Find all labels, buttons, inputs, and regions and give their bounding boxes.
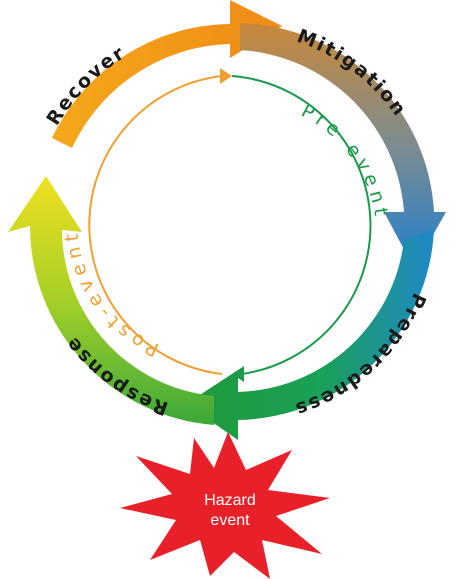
phase-arrow-recover xyxy=(52,0,282,148)
phase-arrow-response xyxy=(8,176,214,425)
hazard-label-line1: Hazard xyxy=(204,492,256,509)
hazard-label-line2: event xyxy=(210,512,250,529)
hazard-burst xyxy=(120,432,330,579)
pre-event-arc xyxy=(231,75,372,382)
post-event-arc xyxy=(88,68,232,375)
